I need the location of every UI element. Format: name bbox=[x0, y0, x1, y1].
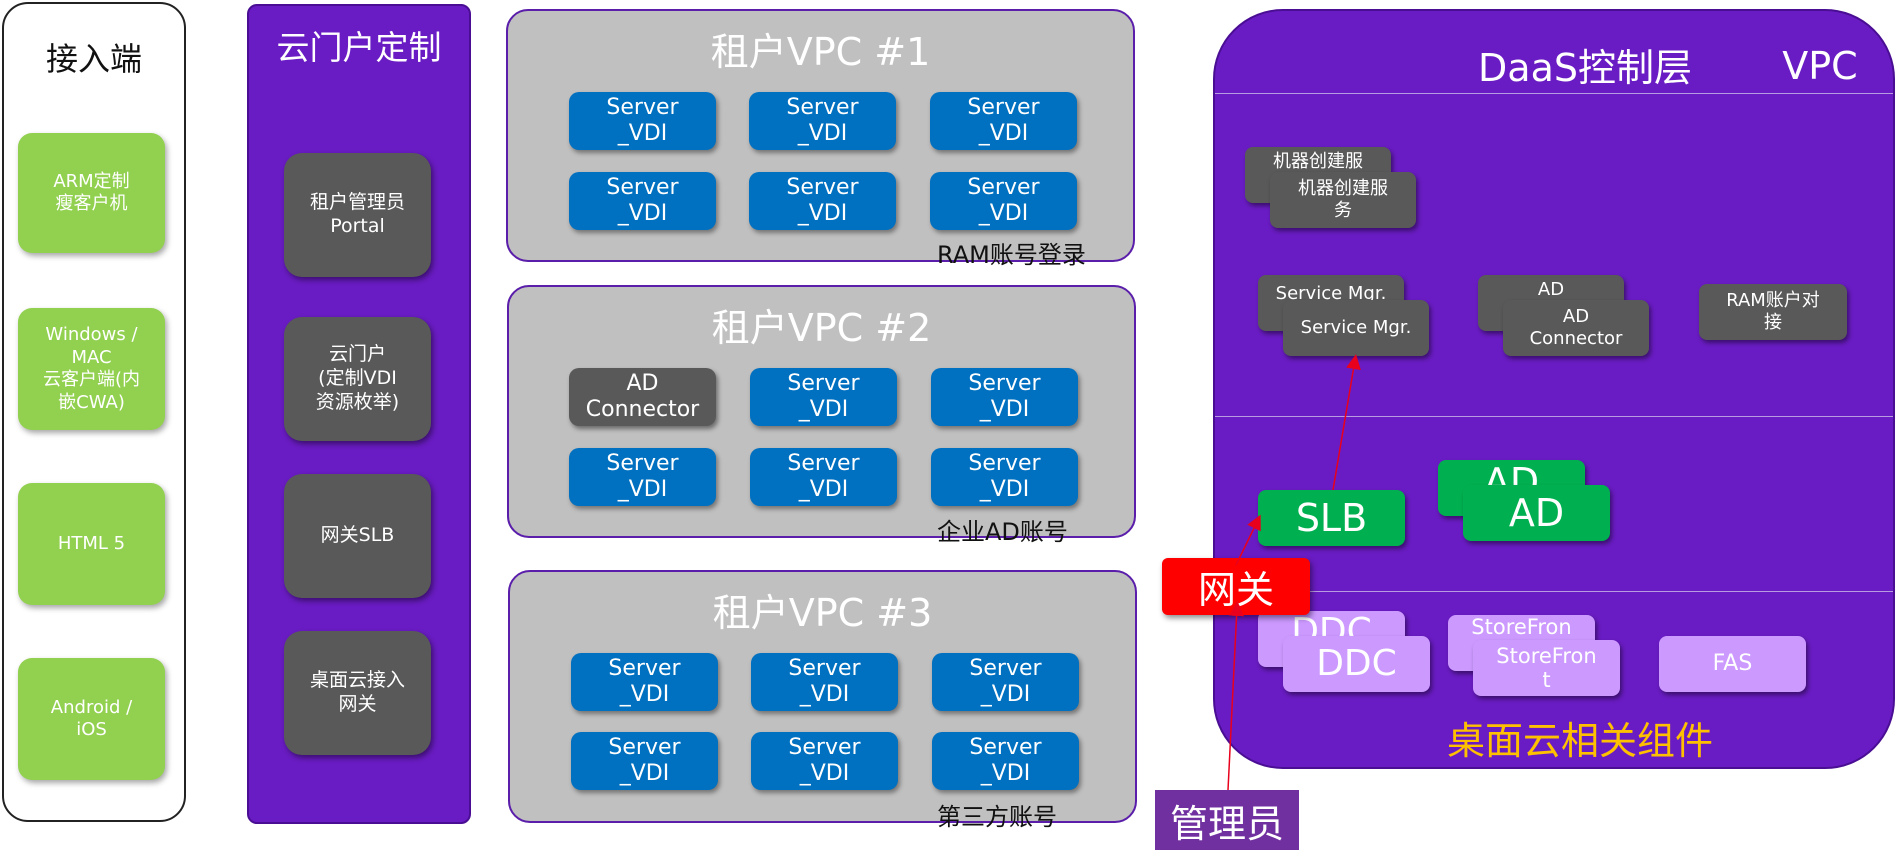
vdi-server: Server _VDI bbox=[571, 653, 718, 711]
vdi-server: Server _VDI bbox=[749, 172, 896, 230]
vdi-server: Server _VDI bbox=[571, 732, 718, 790]
machine-creation-service: 机器创建服 务 bbox=[1270, 172, 1416, 228]
vpc1-login-note: RAM账号登录 bbox=[937, 241, 1086, 269]
vdi-server: Server _VDI bbox=[750, 368, 897, 426]
ram-account-integration: RAM账户对 接 bbox=[1699, 284, 1847, 340]
client-arm-thin: ARM定制 瘦客户机 bbox=[18, 133, 165, 253]
client-android-ios: Android / iOS bbox=[18, 658, 165, 780]
vpc3-title: 租户VPC #3 bbox=[712, 590, 933, 635]
vdi-server: Server _VDI bbox=[931, 368, 1078, 426]
vpc1-title: 租户VPC #1 bbox=[710, 29, 931, 74]
gateway-slb: 网关SLB bbox=[284, 474, 431, 598]
daas-divider-top bbox=[1215, 93, 1893, 94]
fas-box: FAS bbox=[1659, 636, 1806, 692]
vdi-server: Server _VDI bbox=[751, 732, 898, 790]
portal-panel-title: 云门户定制 bbox=[276, 28, 442, 67]
storefront-box: StoreFron t bbox=[1473, 640, 1620, 696]
access-panel-title: 接入端 bbox=[45, 40, 142, 78]
cloud-portal-vdi: 云门户 (定制VDI 资源枚举) bbox=[284, 317, 431, 441]
daas-vpc-label: VPC bbox=[1782, 44, 1858, 88]
vpc2-title: 租户VPC #2 bbox=[711, 305, 932, 350]
vdi-server: Server _VDI bbox=[930, 172, 1077, 230]
administrator-label: 管理员 bbox=[1155, 790, 1299, 850]
vdi-server: Server _VDI bbox=[750, 448, 897, 506]
vdi-server: Server _VDI bbox=[569, 172, 716, 230]
desktop-cloud-components-label: 桌面云相关组件 bbox=[1446, 718, 1713, 763]
vpc2-login-note: 企业AD账号 bbox=[937, 518, 1068, 546]
vdi-server: Server _VDI bbox=[931, 448, 1078, 506]
ddc-box: DDC bbox=[1283, 636, 1430, 692]
daas-divider-bottom bbox=[1215, 591, 1893, 592]
slb-box: SLB bbox=[1258, 490, 1405, 546]
vdi-server: Server _VDI bbox=[569, 92, 716, 150]
vdi-server: Server _VDI bbox=[932, 732, 1079, 790]
vdi-server: Server _VDI bbox=[569, 448, 716, 506]
client-html5: HTML 5 bbox=[18, 483, 165, 605]
vdi-server: Server _VDI bbox=[930, 92, 1077, 150]
daas-divider-middle bbox=[1215, 416, 1893, 417]
vdi-server: Server _VDI bbox=[751, 653, 898, 711]
daas-title: DaaS控制层 bbox=[1478, 45, 1692, 90]
desktop-cloud-gateway: 桌面云接入 网关 bbox=[284, 631, 431, 755]
vpc3-login-note: 第三方账号 bbox=[937, 803, 1057, 831]
service-mgr: Service Mgr. bbox=[1283, 300, 1429, 356]
ad-connector-daas: AD Connector bbox=[1503, 300, 1649, 356]
client-windows-mac: Windows / MAC 云客户端(内 嵌CWA) bbox=[18, 308, 165, 430]
ad-connector-vpc2: AD Connector bbox=[569, 368, 716, 426]
tenant-admin-portal: 租户管理员 Portal bbox=[284, 153, 431, 277]
vdi-server: Server _VDI bbox=[749, 92, 896, 150]
gateway-box: 网关 bbox=[1162, 558, 1310, 615]
vdi-server: Server _VDI bbox=[932, 653, 1079, 711]
ad-box: AD bbox=[1463, 485, 1610, 541]
